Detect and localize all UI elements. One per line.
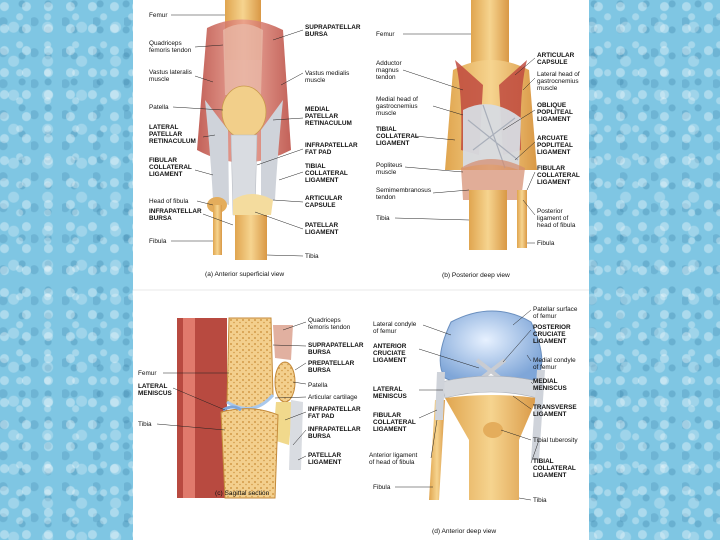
anatomy-plate: Femur Quadriceps femoris tendon Vastus l… xyxy=(133,0,589,540)
label-d-patellar-surface: Patellar surface of femur xyxy=(533,306,577,320)
label-a-head-of-fibula: Head of fibula xyxy=(149,198,188,205)
label-c-quadriceps-tendon: Quadriceps femoris tendon xyxy=(308,317,350,331)
label-c-prepatellar-bursa: PREPATELLAR BURSA xyxy=(308,360,354,374)
label-a-articular-capsule: ARTICULAR CAPSULE xyxy=(305,195,342,209)
label-d-fibula: Fibula xyxy=(373,484,390,491)
label-a-femur: Femur xyxy=(149,12,167,19)
label-b-fibular-collateral: FIBULAR COLLATERAL LIGAMENT xyxy=(537,165,580,186)
label-b-articular-capsule: ARTICULAR CAPSULE xyxy=(537,52,574,66)
label-b-lateral-head-gastrocnemius: Lateral head of gastrocnemius muscle xyxy=(537,71,580,92)
caption-c: (c) Sagittal section xyxy=(215,490,269,497)
label-b-medial-head-gastrocnemius: Medial head of gastrocnemius muscle xyxy=(376,96,418,117)
label-b-popliteus: Popliteus muscle xyxy=(376,162,402,176)
label-a-fibula: Fibula xyxy=(149,238,166,245)
label-a-medial-patellar-retinaculum: MEDIAL PATELLAR RETINACULUM xyxy=(305,106,352,127)
label-b-oblique-popliteal: OBLIQUE POPLITEAL LIGAMENT xyxy=(537,102,573,123)
label-a-lateral-patellar-retinaculum: LATERAL PATELLAR RETINACULUM xyxy=(149,124,196,145)
label-d-tibial-tuberosity: Tibial tuberosity xyxy=(533,437,578,444)
label-a-suprapatellar-bursa: SUPRAPATELLAR BURSA xyxy=(305,24,361,38)
label-a-tibia: Tibia xyxy=(305,253,319,260)
panel-a-illustration xyxy=(197,0,291,260)
caption-b: (b) Posterior deep view xyxy=(442,272,510,279)
label-d-tibia: Tibia xyxy=(533,497,547,504)
label-a-infrapatellar-fat-pad: INFRAPATELLAR FAT PAD xyxy=(305,142,358,156)
label-b-semimembranosus: Semimembranosus tendon xyxy=(376,187,431,201)
label-c-suprapatellar-bursa: SUPRAPATELLAR BURSA xyxy=(308,342,364,356)
label-d-transverse-ligament: TRANSVERSE LIGAMENT xyxy=(533,404,577,418)
label-d-fibular-collateral: FIBULAR COLLATERAL LIGAMENT xyxy=(373,412,416,433)
panel-d-illustration xyxy=(429,311,545,500)
label-c-femur: Femur xyxy=(138,370,156,377)
caption-a: (a) Anterior superficial view xyxy=(205,271,284,278)
label-d-medial-condyle: Medial condyle of femur xyxy=(533,357,576,371)
label-a-tibial-collateral: TIBIAL COLLATERAL LIGAMENT xyxy=(305,163,348,184)
illustrations xyxy=(133,0,589,540)
label-b-fibula: Fibula xyxy=(537,240,554,247)
label-b-arcuate-popliteal: ARCUATE POPLITEAL LIGAMENT xyxy=(537,135,573,156)
label-c-patella: Patella xyxy=(308,382,328,389)
label-a-vastus-medialis: Vastus medialis muscle xyxy=(305,70,349,84)
label-c-infrapatellar-bursa: INFRAPATELLAR BURSA xyxy=(308,426,361,440)
label-a-vastus-lateralis: Vastus lateralis muscle xyxy=(149,69,192,83)
label-c-patellar-ligament: PATELLAR LIGAMENT xyxy=(308,452,341,466)
label-b-tibial-collateral: TIBIAL COLLATERAL LIGAMENT xyxy=(376,126,419,147)
label-c-lateral-meniscus: LATERAL MENISCUS xyxy=(138,383,172,397)
panel-b-illustration xyxy=(445,0,537,250)
label-d-medial-meniscus: MEDIAL MENISCUS xyxy=(533,378,567,392)
label-d-anterior-ligament-fibula: Anterior ligament of head of fibula xyxy=(369,452,417,466)
label-d-lateral-condyle: Lateral condyle of femur xyxy=(373,321,416,335)
label-a-patellar-ligament: PATELLAR LIGAMENT xyxy=(305,222,338,236)
label-b-adductor-magnus: Adductor magnus tendon xyxy=(376,60,402,81)
label-b-tibia: Tibia xyxy=(376,215,390,222)
caption-d: (d) Anterior deep view xyxy=(432,528,496,535)
label-c-infrapatellar-fat-pad: INFRAPATELLAR FAT PAD xyxy=(308,406,361,420)
label-b-posterior-ligament-fibula: Posterior ligament of head of fibula xyxy=(537,208,575,229)
label-d-lateral-meniscus: LATERAL MENISCUS xyxy=(373,386,407,400)
label-c-tibia: Tibia xyxy=(138,421,152,428)
label-a-quadriceps-tendon: Quadriceps femoris tendon xyxy=(149,40,191,54)
label-d-anterior-cruciate: ANTERIOR CRUCIATE LIGAMENT xyxy=(373,343,406,364)
label-a-patella: Patella xyxy=(149,104,169,111)
label-a-fibular-collateral: FIBULAR COLLATERAL LIGAMENT xyxy=(149,157,192,178)
panel-c-illustration xyxy=(177,318,303,498)
label-b-femur: Femur xyxy=(376,31,394,38)
label-d-posterior-cruciate: POSTERIOR CRUCIATE LIGAMENT xyxy=(533,324,571,345)
label-a-infrapatellar-bursa: INFRAPATELLAR BURSA xyxy=(149,208,202,222)
label-d-tibial-collateral: TIBIAL COLLATERAL LIGAMENT xyxy=(533,458,576,479)
label-c-articular-cartilage: Articular cartilage xyxy=(308,394,357,401)
